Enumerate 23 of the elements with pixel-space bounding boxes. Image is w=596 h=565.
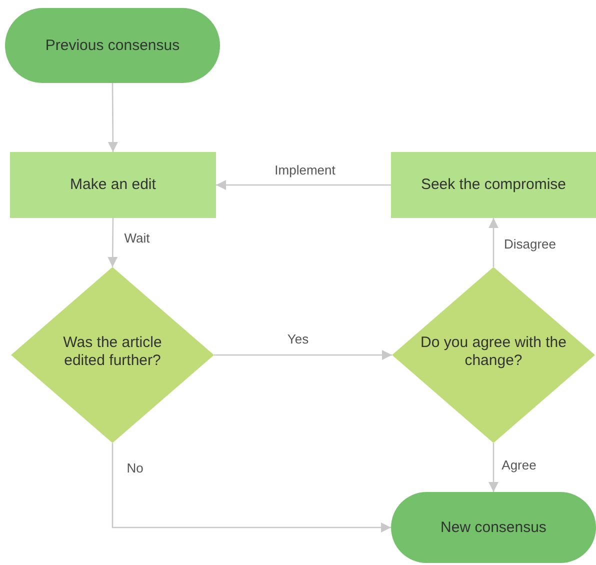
terminal-shape bbox=[391, 492, 596, 563]
arrow bbox=[214, 350, 392, 360]
decision-diamond bbox=[392, 267, 595, 443]
edge-label: Implement bbox=[272, 162, 338, 178]
edge-label: No bbox=[124, 460, 146, 476]
edge-label: Yes bbox=[285, 332, 311, 346]
process-box bbox=[391, 152, 596, 218]
arrow bbox=[488, 218, 498, 267]
node-text: Seek the compromise bbox=[420, 176, 566, 194]
edge-label: Agree bbox=[500, 458, 538, 472]
node-text: Make an edit bbox=[70, 176, 156, 194]
node-text: Previous consensus bbox=[45, 36, 180, 54]
node-text: Was the article edited further? bbox=[62, 334, 163, 370]
process-box bbox=[10, 152, 216, 218]
edge-label: Wait bbox=[122, 230, 152, 246]
arrow bbox=[112, 443, 391, 532]
arrow bbox=[488, 443, 498, 492]
node-text: New consensus bbox=[440, 518, 546, 536]
node-text: Do you agree with the change? bbox=[420, 334, 568, 370]
arrow bbox=[108, 218, 118, 267]
arrow bbox=[108, 83, 118, 152]
decision-diamond bbox=[11, 267, 214, 443]
arrow bbox=[216, 180, 391, 190]
